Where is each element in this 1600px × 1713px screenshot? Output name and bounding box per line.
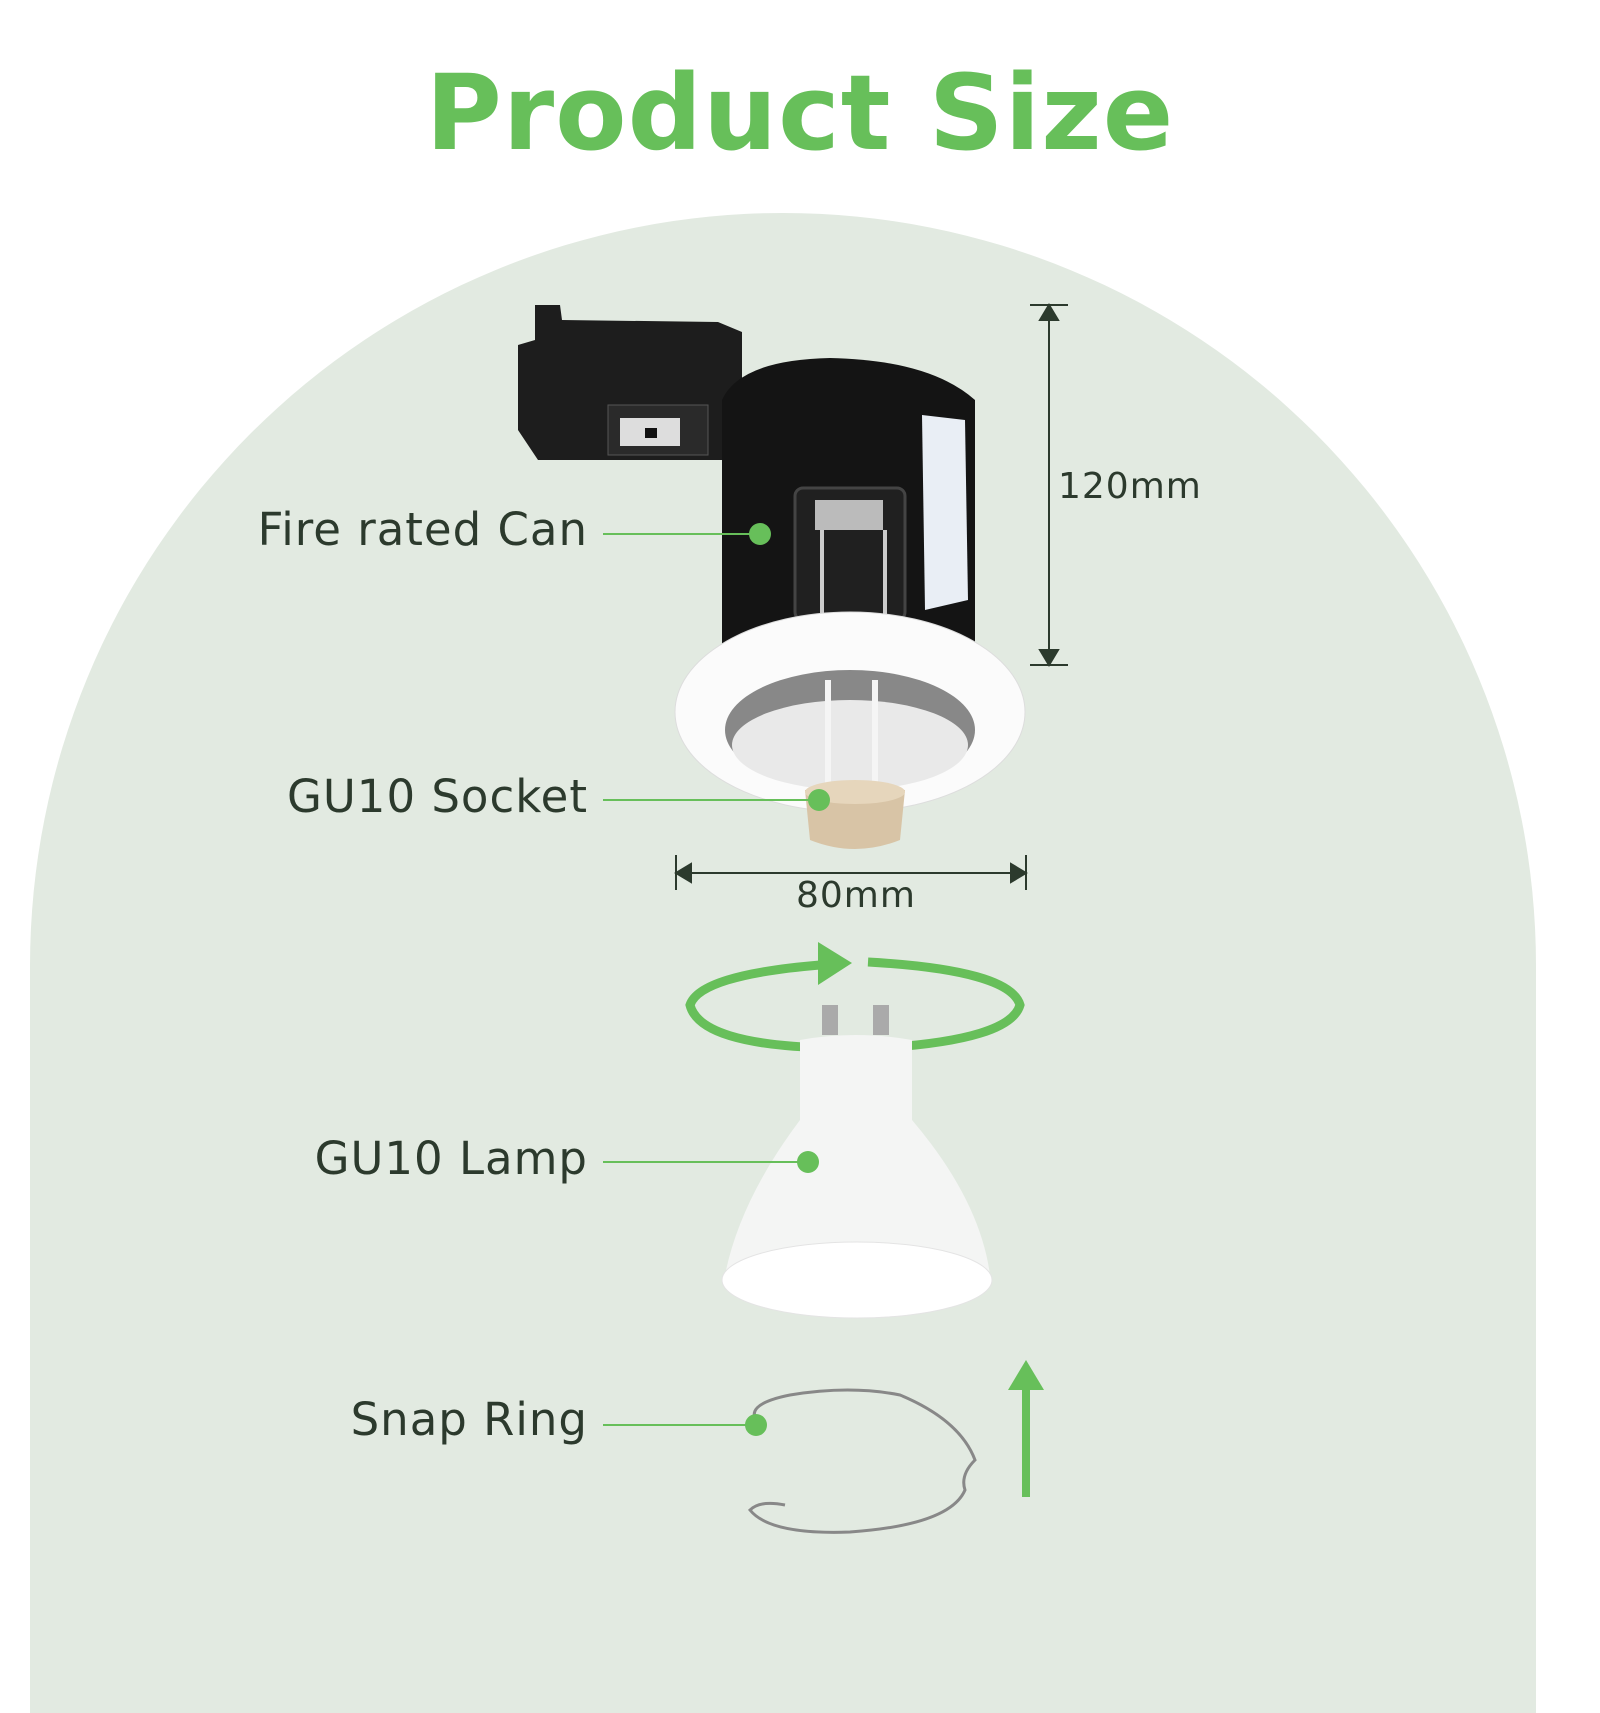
up-arrow-icon xyxy=(1008,1360,1044,1497)
leader-lines xyxy=(603,523,830,1436)
width-dimension-line xyxy=(674,855,1028,890)
label-gu10-lamp: GU10 Lamp xyxy=(314,1132,588,1185)
height-dimension-line xyxy=(1030,303,1068,667)
snap-ring xyxy=(747,1388,977,1534)
product-illustration xyxy=(518,303,1068,1534)
height-dimension: 120mm xyxy=(1058,466,1202,507)
gu10-socket xyxy=(805,780,905,849)
label-snap-ring: Snap Ring xyxy=(350,1393,588,1446)
width-dimension: 80mm xyxy=(796,875,916,916)
rotate-arrow-icon xyxy=(685,942,1025,1053)
label-gu10-socket: GU10 Socket xyxy=(287,770,588,823)
fire-rated-can xyxy=(674,358,1026,813)
gu10-lamp xyxy=(721,1005,993,1319)
page-title: Product Size xyxy=(425,52,1175,174)
junction-box xyxy=(518,305,742,460)
label-fire-rated-can: Fire rated Can xyxy=(257,503,588,556)
